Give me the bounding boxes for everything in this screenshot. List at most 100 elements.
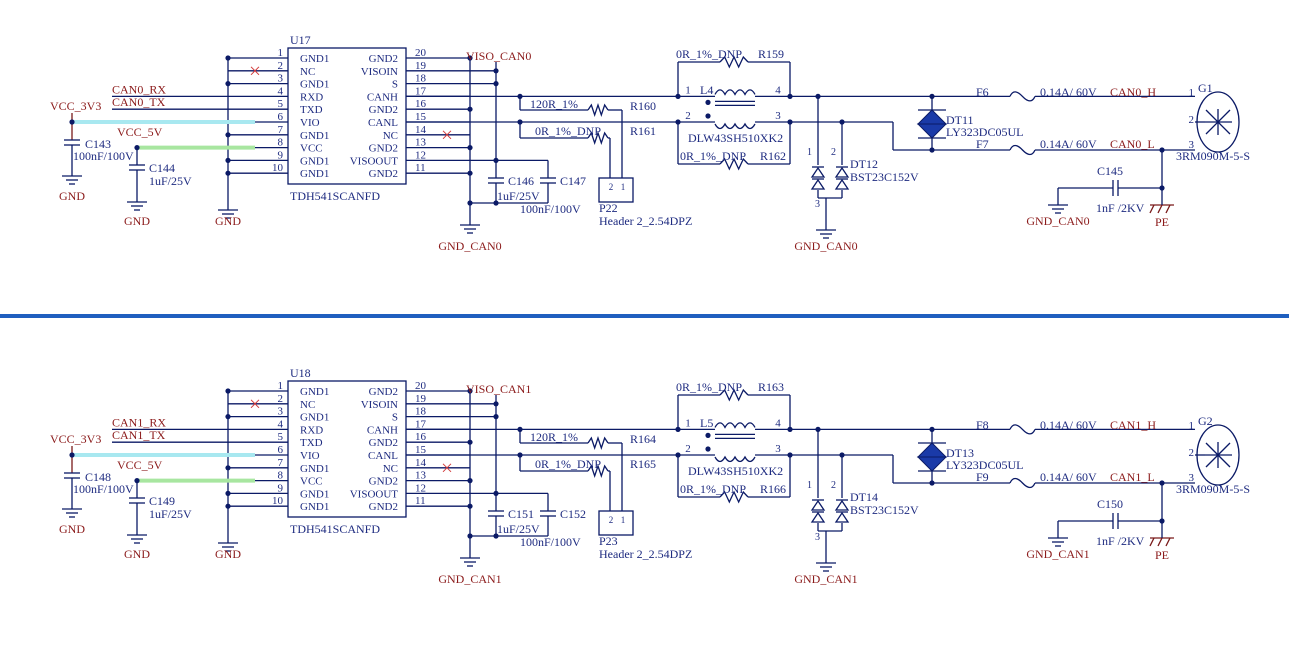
r-bot-value: 0R_1%_DNP (680, 149, 746, 163)
bidirectional-diode (916, 456, 948, 472)
pin-name: VISOOUT (350, 488, 399, 500)
gnd-net-label: GND (59, 189, 85, 203)
connector-mark (1205, 442, 1231, 468)
cap-in2-value: 1uF/25V (149, 174, 192, 188)
header-pin: 2 (609, 182, 614, 192)
fuse-h-value: 0.14A/ 60V (1040, 418, 1097, 432)
pe-earth-symbol (1149, 537, 1155, 547)
pin-number: 4 (278, 85, 284, 97)
ic-body (287, 380, 407, 518)
gnd-net-label: GND (124, 547, 150, 561)
connector-ref: G2 (1198, 414, 1213, 428)
choke-pin: 1 (685, 84, 691, 96)
choke-pin: 2 (685, 443, 691, 455)
pin-number: 9 (278, 149, 284, 161)
fuse-h (1009, 91, 1036, 102)
junction-dot (1159, 147, 1165, 153)
ic-ref: U18 (290, 366, 311, 380)
header-pin: 2 (609, 515, 614, 525)
choke-pin: 2 (685, 110, 691, 122)
bidirectional-diode (916, 109, 948, 125)
tvs-diode (834, 511, 850, 523)
tvs-pin: 2 (831, 147, 836, 158)
cap-in2-value: 1uF/25V (149, 507, 192, 521)
tx-net-label: CAN0_TX (112, 95, 166, 109)
cap-iso2-ref: C147 (560, 174, 586, 188)
pin-name: GND1 (300, 53, 329, 65)
pin-number: 14 (415, 457, 427, 469)
junction-dot (69, 452, 75, 458)
pin-number: 7 (278, 124, 284, 136)
pin-name: TXD (300, 437, 323, 449)
junction-dot (705, 432, 711, 438)
gnd-can-net-label: GND_CAN0 (1026, 214, 1089, 228)
connector-value: 3RM090M-5-S (1176, 482, 1250, 496)
pin-name: RXD (300, 424, 323, 436)
cap-in-value: 100nF/100V (73, 149, 134, 163)
gnd-net-label: GND (124, 214, 150, 228)
fuse-h (1009, 424, 1036, 435)
tx-net-label: CAN1_TX (112, 428, 166, 442)
pin-name: NC (383, 130, 398, 142)
pin-name: GND1 (300, 463, 329, 475)
junction-dot (467, 503, 473, 509)
resistor-bottom (719, 490, 749, 504)
ic-part-number: TDH541SCANFD (290, 522, 380, 536)
diode-ref: DT13 (946, 446, 974, 460)
junction-dot (493, 200, 499, 206)
r-top-value: 0R_1%_DNP (676, 380, 742, 394)
tvs-ref: DT12 (850, 157, 878, 171)
choke-ref: L5 (700, 416, 713, 430)
pin-name: GND2 (369, 476, 398, 488)
cap-pe-ref: C145 (1097, 164, 1123, 178)
resistor-r160 (587, 102, 609, 118)
tvs-diode (834, 178, 850, 190)
pin-name: VCC (300, 476, 323, 488)
pin-number: 8 (278, 470, 284, 482)
junction-dot (929, 93, 935, 99)
ic-ref: U17 (290, 33, 311, 47)
choke-pin: 3 (775, 443, 781, 455)
junction-dot (69, 119, 75, 125)
pin-number: 12 (415, 149, 426, 161)
fuse-h-value: 0.14A/ 60V (1040, 85, 1097, 99)
rx-net-label: CAN0_RX (112, 82, 166, 96)
pin-number: 1 (278, 47, 284, 59)
header-pin: 1 (621, 182, 626, 192)
gnd-net-label: GND (215, 214, 241, 228)
fuse-l (1009, 144, 1036, 156)
r-dnp-ref: R161 (630, 124, 656, 138)
choke-pin: 3 (775, 110, 781, 122)
pin-name: GND1 (300, 155, 329, 167)
pin-name: GND1 (300, 130, 329, 142)
fuse-l-value: 0.14A/ 60V (1040, 137, 1097, 151)
choke-ref: L4 (700, 83, 713, 97)
connector-pin: 3 (1189, 472, 1195, 484)
tvs-diode (810, 499, 826, 511)
pin-name: VIO (300, 450, 320, 462)
tvs-diode (834, 166, 850, 178)
no-connect-mark (442, 463, 452, 473)
resistor-r160 (587, 435, 609, 451)
pin-number: 17 (415, 418, 427, 430)
pin-name: CANH (367, 91, 398, 103)
fuse-l-ref: F7 (976, 137, 989, 151)
tvs-value: BST23C152V (850, 503, 919, 517)
cap-iso1-value: 1uF/25V (497, 522, 540, 536)
pin-number: 7 (278, 457, 284, 469)
pin-number: 11 (415, 162, 426, 174)
pin-name: GND2 (369, 501, 398, 513)
choke-coil (714, 122, 756, 130)
choke-value: DLW43SH510XK2 (688, 131, 783, 145)
pin-number: 11 (415, 495, 426, 507)
junction-dot (705, 113, 711, 119)
tvs-pin: 3 (815, 199, 820, 210)
header-body (598, 177, 634, 203)
tvs-pin: 1 (807, 480, 812, 491)
cap-in-ref: C143 (85, 137, 111, 151)
pin-number: 1 (278, 380, 284, 392)
pin-name: GND1 (300, 168, 329, 180)
pin-number: 14 (415, 124, 427, 136)
junction-dot (675, 93, 681, 99)
